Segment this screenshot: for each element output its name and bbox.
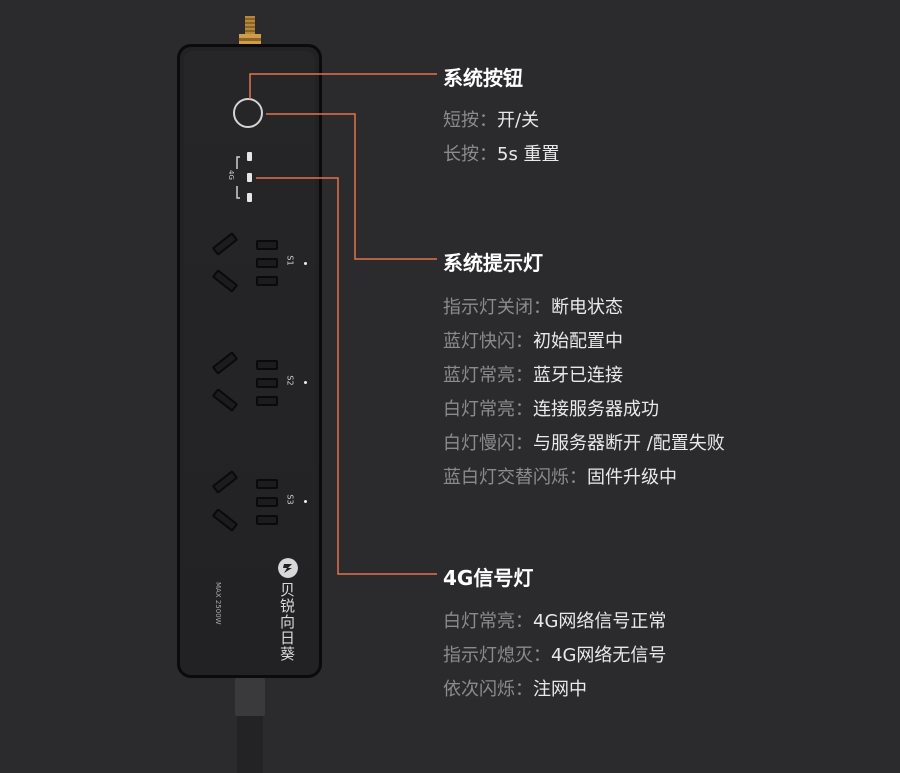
info-label: 白灯常亮：	[443, 611, 533, 632]
info-value: 断电状态	[551, 297, 623, 318]
info-line: 白灯慢闪：与服务器断开 /配置失败	[443, 429, 725, 455]
info-label: 依次闪烁：	[443, 679, 533, 700]
socket-s2-slot-1	[256, 360, 278, 370]
info-line: 短按：开/关	[443, 106, 539, 132]
socket-s1-slot-3	[256, 276, 278, 286]
leader-line-4g-indicator	[256, 177, 437, 575]
info-value: 与服务器断开 /配置失败	[533, 433, 725, 454]
info-value: 固件升级中	[587, 467, 677, 488]
info-line: 白灯常亮：连接服务器成功	[443, 395, 659, 421]
4g-led-3	[247, 193, 252, 202]
info-line: 依次闪烁：注网中	[443, 675, 587, 701]
info-label: 蓝灯快闪：	[443, 331, 533, 352]
4g-led-2	[247, 173, 252, 182]
info-value: 开/关	[497, 110, 540, 131]
info-line: 蓝白灯交替闪烁：固件升级中	[443, 463, 677, 489]
socket-s3-slot-2	[256, 497, 278, 507]
4g-led-1	[247, 152, 252, 161]
antenna-connector-icon	[239, 16, 261, 46]
info-value: 初始配置中	[533, 331, 623, 352]
info-line: 指示灯熄灭：4G网络无信号	[443, 641, 666, 667]
info-label: 白灯常亮：	[443, 399, 533, 420]
socket-s3-slot-1	[256, 479, 278, 489]
socket-s2-led	[304, 381, 307, 384]
socket-s1-led	[304, 262, 307, 265]
bolt-logo-icon	[278, 558, 298, 578]
info-label: 短按：	[443, 110, 497, 131]
info-line: 蓝灯快闪：初始配置中	[443, 327, 623, 353]
info-value: 4G网络无信号	[551, 645, 667, 666]
4g-bracket-icon	[236, 156, 240, 199]
info-label: 长按：	[443, 144, 497, 165]
info-label: 白灯慢闪：	[443, 433, 533, 454]
power-rating: MAX 2500W	[214, 582, 222, 625]
section-title: 系统按钮	[443, 66, 523, 90]
system-button[interactable]	[233, 98, 263, 128]
info-value: 注网中	[533, 679, 587, 700]
section-title: 4G信号灯	[443, 566, 534, 590]
socket-s1-slot-2	[256, 258, 278, 268]
leader-line-system-button	[249, 73, 437, 99]
info-line: 指示灯关闭：断电状态	[443, 293, 623, 319]
socket-s3-led	[304, 500, 307, 503]
info-label: 指示灯关闭：	[443, 297, 551, 318]
info-line: 长按：5s 重置	[443, 140, 560, 166]
info-label: 蓝灯常亮：	[443, 365, 533, 386]
info-value: 4G网络信号正常	[533, 611, 667, 632]
info-label: 指示灯熄灭：	[443, 645, 551, 666]
info-value: 连接服务器成功	[533, 399, 659, 420]
info-line: 蓝灯常亮：蓝牙已连接	[443, 361, 623, 387]
section-title: 系统提示灯	[443, 251, 543, 275]
socket-s2-slot-2	[256, 378, 278, 388]
info-line: 白灯常亮：4G网络信号正常	[443, 607, 666, 633]
info-value: 蓝牙已连接	[533, 365, 623, 386]
socket-s3-slot-3	[256, 515, 278, 525]
socket-s2-slot-3	[256, 396, 278, 406]
brand-name: 贝锐向日葵	[278, 582, 296, 662]
info-label: 蓝白灯交替闪烁：	[443, 467, 587, 488]
cable-strain-relief	[235, 678, 265, 716]
leader-line-system-indicator	[266, 113, 437, 260]
info-value: 5s 重置	[497, 144, 560, 165]
socket-s1-slot-1	[256, 240, 278, 250]
